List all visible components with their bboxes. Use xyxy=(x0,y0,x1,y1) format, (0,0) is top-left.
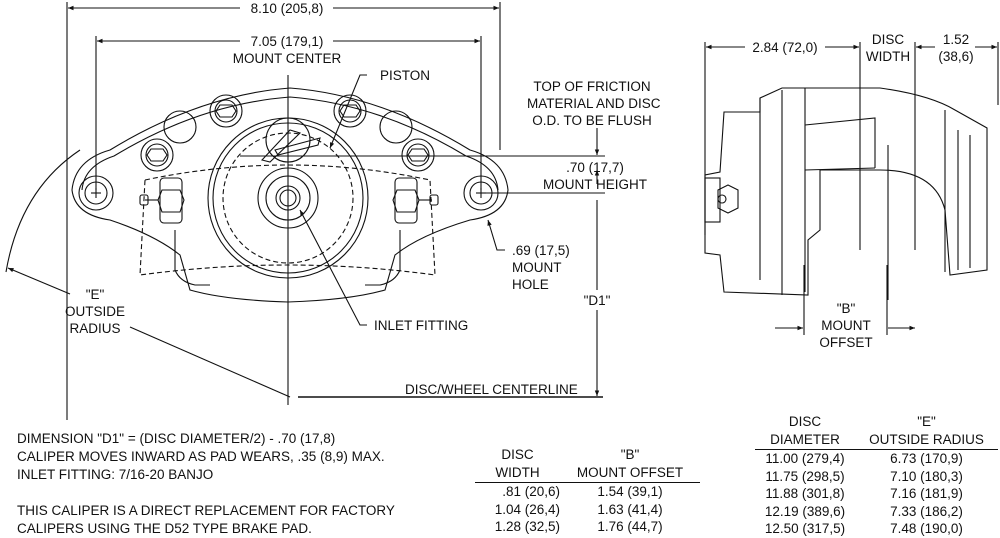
disc-width-table: DISC WIDTH "B" MOUNT OFFSET .81 (20,6) 1… xyxy=(475,446,700,536)
side-width-label: 2.84 (72,0) xyxy=(752,40,818,55)
outside-radius-label: "E" OUTSIDE RADIUS xyxy=(50,286,140,337)
header-line: DIAMETER xyxy=(770,431,840,447)
friction-note-line: TOP OF FRICTION xyxy=(533,79,651,94)
inlet-fitting-label: INLET FITTING xyxy=(374,318,469,333)
mount-center-value: 7.05 (179,1) xyxy=(250,34,324,49)
mount-height-value: .70 (17,7) xyxy=(566,160,624,175)
mount-center-label: MOUNT CENTER xyxy=(232,51,342,66)
note-line: DIMENSION "D1" = (DISC DIAMETER/2) - .70… xyxy=(17,431,336,446)
outside-radius-line: "E" xyxy=(85,287,105,302)
table-cell: 11.88 (301,8) xyxy=(765,486,845,501)
table-cell: 7.16 (181,9) xyxy=(890,486,963,501)
disc-width-line: DISC xyxy=(871,32,905,47)
side-offset-line: (38,6) xyxy=(938,49,974,64)
table-row: 12.19 (389,6) 7.33 (186,2) xyxy=(755,503,998,521)
note-line: CALIPER MOVES INWARD AS PAD WEARS, .35 (… xyxy=(17,449,385,464)
outside-radius-arc xyxy=(5,149,81,273)
mount-hole-line: .69 (17,5) xyxy=(512,243,570,258)
friction-note-line: MATERIAL AND DISC xyxy=(527,96,661,111)
mount-height-label: MOUNT HEIGHT xyxy=(543,177,647,192)
table-row: 1.04 (26,4) 1.63 (41,4) xyxy=(475,501,700,519)
table-row: 11.00 (279,4) 6.73 (170,9) xyxy=(755,450,998,468)
table-rule xyxy=(475,482,700,483)
centerline-label: DISC/WHEEL CENTERLINE xyxy=(405,382,578,397)
table-cell: 12.19 (389,6) xyxy=(764,503,846,519)
overall-width-label: 8.10 (205,8) xyxy=(250,1,324,16)
mount-offset-label: "B" MOUNT OFFSET xyxy=(805,300,887,351)
side-view-dimensions xyxy=(704,42,999,335)
notes-block: DIMENSION "D1" = (DISC DIAMETER/2) - .70… xyxy=(17,430,395,538)
caliper-side-view xyxy=(704,87,988,296)
header-outside-radius: "E" OUTSIDE RADIUS xyxy=(855,413,998,448)
table-cell: 6.73 (170,9) xyxy=(890,451,963,466)
side-offset-label: 1.52 (38,6) xyxy=(935,31,977,65)
table-cell: 1.04 (26,4) xyxy=(494,501,560,517)
mount-hole-line: MOUNT xyxy=(512,260,562,275)
mount-hole-label: .69 (17,5) MOUNT HOLE xyxy=(512,242,570,293)
caliper-front-view xyxy=(71,87,509,303)
friction-note-line: O.D. TO BE FLUSH xyxy=(532,113,652,128)
friction-note: TOP OF FRICTION MATERIAL AND DISC O.D. T… xyxy=(527,78,661,129)
table-row: 11.75 (298,5) 7.10 (180,3) xyxy=(755,468,998,486)
table-cell: 11.75 (298,5) xyxy=(765,468,845,484)
note-line: THIS CALIPER IS A DIRECT REPLACEMENT FOR… xyxy=(17,503,395,518)
table-cell: 7.10 (180,3) xyxy=(890,468,963,484)
note-line: INLET FITTING: 7/16-20 BANJO xyxy=(17,467,214,482)
table-cell: 1.28 (32,5) xyxy=(494,519,560,534)
table-cell: 1.63 (41,4) xyxy=(597,501,663,517)
disc-diameter-table: DISC DIAMETER "E" OUTSIDE RADIUS 11.00 (… xyxy=(755,413,998,538)
table-cell: 1.76 (44,7) xyxy=(597,519,663,534)
table-row: 11.88 (301,8) 7.16 (181,9) xyxy=(755,485,998,503)
table-row: 12.50 (317,5) 7.48 (190,0) xyxy=(755,520,998,538)
table-header: DISC WIDTH "B" MOUNT OFFSET xyxy=(475,446,700,481)
mount-center-dimension xyxy=(95,36,482,190)
disc-width-line: WIDTH xyxy=(865,49,911,64)
mount-hole-leader xyxy=(487,219,505,251)
note-line: CALIPERS USING THE D52 TYPE BRAKE PAD. xyxy=(17,521,312,536)
note-line xyxy=(17,484,395,502)
overall-width-dimension xyxy=(66,2,501,420)
mount-height-dimension xyxy=(240,128,605,194)
header-line: "B" xyxy=(620,447,640,462)
mount-hole-line: HOLE xyxy=(512,277,549,292)
inlet-fitting-leader xyxy=(299,209,367,326)
header-line: DISC xyxy=(501,447,534,462)
header-line: "E" xyxy=(917,414,936,429)
header-line: MOUNT OFFSET xyxy=(576,464,684,480)
table-cell: 7.33 (186,2) xyxy=(890,503,963,519)
table-cell: .81 (20,6) xyxy=(502,484,560,499)
header-line: WIDTH xyxy=(495,464,540,480)
header-line: DISC xyxy=(788,414,822,429)
mount-offset-line: MOUNT xyxy=(821,318,871,333)
disc-width-label: DISC WIDTH xyxy=(862,31,914,65)
table-row: .81 (20,6) 1.54 (39,1) xyxy=(475,483,700,501)
table-cell: 1.54 (39,1) xyxy=(597,484,663,499)
table-rule xyxy=(755,449,998,450)
table-cell: 11.00 (279,4) xyxy=(765,451,845,466)
table-cell: 7.48 (190,0) xyxy=(890,521,963,536)
header-line: OUTSIDE RADIUS xyxy=(869,431,984,447)
header-mount-offset: "B" MOUNT OFFSET xyxy=(560,446,700,481)
outside-radius-line: RADIUS xyxy=(69,321,121,336)
side-offset-line: 1.52 xyxy=(942,32,970,47)
header-disc-width: DISC WIDTH xyxy=(475,446,560,481)
mount-offset-line: OFFSET xyxy=(819,335,873,350)
mount-offset-line: "B" xyxy=(836,301,856,316)
table-row: 1.28 (32,5) 1.76 (44,7) xyxy=(475,518,700,536)
header-disc-diameter: DISC DIAMETER xyxy=(755,413,855,448)
outside-radius-line: OUTSIDE xyxy=(64,304,125,319)
table-cell: 12.50 (317,5) xyxy=(764,521,846,536)
table-header: DISC DIAMETER "E" OUTSIDE RADIUS xyxy=(755,413,998,448)
piston-label: PISTON xyxy=(380,68,431,83)
d1-label: "D1" xyxy=(577,292,617,309)
